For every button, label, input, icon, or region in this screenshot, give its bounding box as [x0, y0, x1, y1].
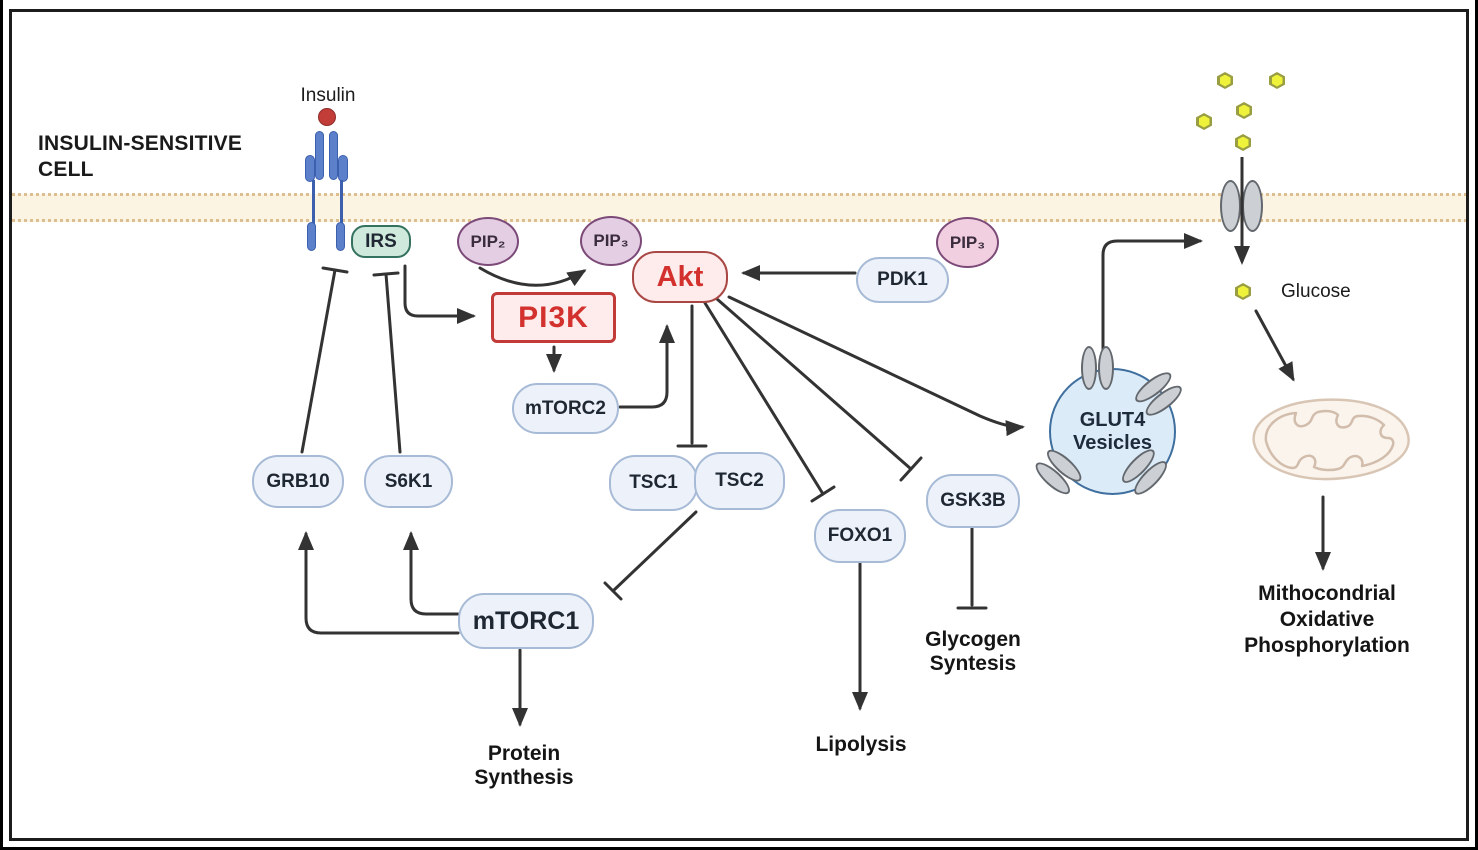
node-mtorc1: mTORC1 — [458, 593, 594, 649]
node-gsk3b: GSK3B — [926, 474, 1020, 528]
glucose-label: Glucose — [1281, 281, 1351, 302]
receptor-beta-right — [329, 131, 338, 180]
node-foxo1-label: FOXO1 — [827, 525, 893, 546]
inhibit-akt-gsk3b-line — [715, 297, 913, 471]
node-tsc2: TSC2 — [694, 452, 785, 510]
membrane-inner-leaflet — [12, 219, 1466, 222]
oxphos-line3: Phosphorylation — [1244, 634, 1410, 657]
membrane-transporter-icon — [1220, 180, 1263, 232]
cell-title: INSULIN-SENSITIVE CELL — [38, 131, 242, 183]
glycogen-line2: Syntesis — [929, 652, 1017, 675]
node-pip3-right-label: PIP₃ — [949, 232, 986, 252]
inhibit-s6k1-irs-line — [384, 272, 402, 454]
node-s6k1: S6K1 — [364, 455, 453, 508]
node-grb10-label: GRB10 — [266, 470, 330, 492]
arrow-pip2-to-pip3 — [478, 266, 587, 287]
inhibit-tsc-mtorc1-line — [611, 510, 698, 593]
node-mtorc2-label: mTORC2 — [525, 397, 606, 419]
node-pip3-left-label: PIP₃ — [593, 231, 629, 250]
insulin-receptor-icon — [302, 104, 358, 256]
node-tsc1: TSC1 — [609, 455, 698, 511]
glucose-hexagon-icon — [1196, 113, 1212, 130]
protein-synthesis-line1: Protein — [487, 742, 561, 765]
node-akt-label: Akt — [656, 260, 704, 293]
inhibit-akt-foxo1-bar — [810, 485, 836, 503]
arrow-mtorc1-to-grb10 — [298, 531, 460, 635]
glycogen-synthesis-label: Glycogen Syntesis — [912, 628, 1034, 676]
inhibit-grb10-receptor-bar — [321, 266, 349, 274]
glut4-transporter-icon — [1081, 346, 1114, 390]
node-pip3-right: PIP₃ — [936, 217, 999, 268]
receptor-tm-right — [336, 222, 345, 251]
node-s6k1-label: S6K1 — [384, 470, 433, 492]
glut4-label-line2: Vesicles — [1073, 431, 1152, 454]
node-irs-label: IRS — [365, 230, 397, 252]
cell-title-line1: INSULIN-SENSITIVE — [38, 132, 243, 155]
inhibit-s6k1-irs-bar — [372, 271, 400, 277]
inhibit-tsc-mtorc1-bar — [603, 581, 623, 601]
glucose-hexagon-icon — [1235, 283, 1251, 300]
glut4-vesicle-label: GLUT4 Vesicles — [1073, 409, 1152, 455]
node-pi3k: PI3K — [491, 292, 616, 343]
node-foxo1: FOXO1 — [814, 509, 906, 563]
receptor-alpha-left — [305, 155, 315, 182]
receptor-alpha-right — [338, 155, 348, 182]
receptor-tm-left — [307, 222, 316, 251]
arrow-glucose-to-mitochondria — [1254, 309, 1295, 382]
glucose-hexagon-icon — [1236, 102, 1252, 119]
protein-synthesis-label: Protein Synthesis — [449, 742, 599, 790]
glut4-label-line1: GLUT4 — [1079, 408, 1146, 431]
node-grb10: GRB10 — [252, 455, 344, 508]
lipolysis-label: Lipolysis — [815, 733, 907, 756]
glycogen-line1: Glycogen — [925, 628, 1021, 651]
node-pdk1-label: PDK1 — [877, 269, 928, 290]
receptor-beta-left — [315, 131, 324, 180]
protein-synthesis-line2: Synthesis — [474, 766, 574, 789]
mitochondria-icon — [1252, 398, 1410, 481]
receptor-stem-right — [340, 180, 343, 226]
node-mtorc1-label: mTORC1 — [472, 606, 580, 635]
glucose-hexagon-icon — [1217, 72, 1233, 89]
cell-title-line2: CELL — [38, 158, 94, 181]
node-pip2: PIP₂ — [457, 217, 519, 266]
node-pip2-label: PIP₂ — [470, 231, 506, 251]
insulin-label: Insulin — [300, 85, 356, 106]
node-akt: Akt — [632, 251, 728, 303]
oxphos-line1: Mithocondrial — [1258, 582, 1396, 605]
node-gsk3b-label: GSK3B — [940, 490, 1006, 511]
node-mtorc2: mTORC2 — [512, 383, 619, 434]
arrow-glut4-to-membrane — [1101, 233, 1203, 366]
arrow-mtorc2-to-akt — [618, 324, 675, 409]
oxphos-label: Mithocondrial Oxidative Phosphorylation — [1234, 581, 1420, 659]
node-tsc2-label: TSC2 — [715, 470, 764, 491]
node-irs: IRS — [351, 225, 411, 258]
oxphos-line2: Oxidative — [1279, 608, 1375, 631]
insulin-molecule-icon — [318, 108, 336, 126]
node-pdk1: PDK1 — [856, 257, 949, 303]
inhibit-akt-foxo1-line — [703, 301, 825, 496]
glucose-hexagon-icon — [1269, 72, 1285, 89]
inhibit-akt-gsk3b-bar — [899, 456, 923, 482]
node-tsc1-label: TSC1 — [629, 472, 678, 493]
node-pi3k-label: PI3K — [518, 300, 589, 334]
arrow-irs-to-pi3k — [403, 264, 476, 324]
inhibit-grb10-receptor-line — [300, 268, 337, 454]
arrow-mtorc1-to-s6k1 — [403, 531, 460, 616]
glucose-hexagon-icon — [1235, 134, 1251, 151]
receptor-stem-left — [312, 180, 315, 226]
node-pip3-left: PIP₃ — [580, 216, 642, 266]
membrane-outer-leaflet — [12, 193, 1466, 196]
arrow-akt-to-glut4 — [727, 295, 1025, 437]
